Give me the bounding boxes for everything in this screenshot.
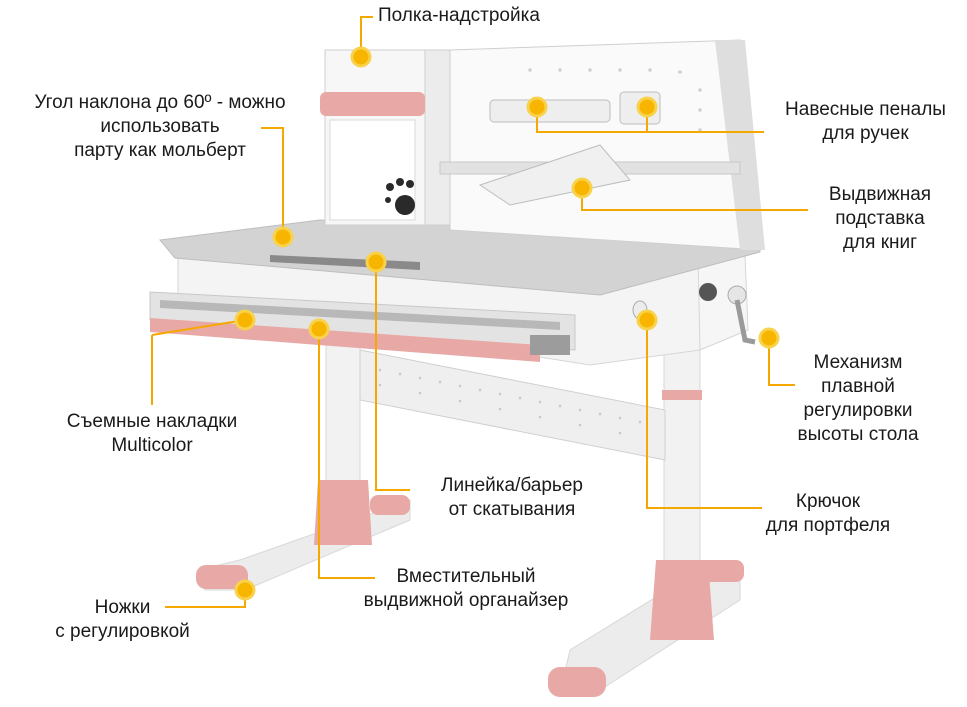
left-leg-pink-base	[314, 480, 372, 545]
marker-dot	[636, 96, 658, 118]
marker-dot	[350, 46, 372, 68]
callout-line: для книг	[842, 232, 918, 253]
callout-shelf: Полка-надстройка	[378, 4, 540, 28]
callout-tilt: Угол наклона до 60º - можно использовать…	[4, 91, 316, 163]
marker-dot	[234, 309, 256, 331]
callout-removable-covers: Съемные накладки Multicolor	[28, 410, 276, 458]
callout-line: Вместительный	[396, 566, 536, 587]
marker-dot	[365, 251, 387, 273]
callout-line: Multicolor	[111, 435, 193, 456]
right-leg-pink-base	[650, 560, 714, 640]
callout-height-mechanism: Механизм плавной регулировки высоты стол…	[778, 351, 938, 447]
callout-line: выдвижной органайзер	[363, 590, 569, 611]
callout-line: высоты стола	[797, 424, 919, 445]
callout-line: Крючок	[795, 491, 861, 512]
callout-line: использовать	[100, 116, 220, 137]
marker-dot	[308, 318, 330, 340]
callout-line: для портфеля	[765, 515, 891, 536]
callout-bag-hook: Крючок для портфеля	[738, 490, 918, 538]
callout-line: подставка	[835, 208, 925, 229]
callout-line: Полка-надстройка	[378, 5, 540, 26]
callout-line: Съемные накладки	[66, 411, 238, 432]
callout-line: Угол наклона до 60º - можно	[34, 92, 286, 113]
callout-line: от скатывания	[448, 499, 576, 520]
callout-adjustable-legs: Ножки с регулировкой	[30, 596, 215, 644]
callout-drawer-organizer: Вместительный выдвижной органайзер	[328, 565, 604, 613]
paw-print-icon	[395, 195, 415, 215]
callout-line: для ручек	[822, 123, 909, 144]
callout-ruler-barrier: Линейка/барьер от скатывания	[412, 474, 612, 522]
right-front-foot-cap	[548, 667, 606, 697]
pencil-holder	[489, 99, 611, 123]
callout-line: Механизм	[813, 352, 903, 373]
callout-pencil-holders: Навесные пеналы для ручек	[768, 98, 963, 146]
left-front-foot-cap	[196, 565, 248, 589]
book-stand	[478, 144, 631, 206]
marker-dot	[571, 177, 593, 199]
callout-line: с регулировкой	[55, 621, 190, 642]
marker-dot	[526, 96, 548, 118]
callout-book-stand: Выдвижная подставка для книг	[805, 183, 955, 255]
callout-line: Ножки	[94, 597, 151, 618]
marker-dot	[234, 579, 256, 601]
callout-line: парту как мольберт	[74, 140, 246, 161]
callout-line: Выдвижная	[828, 184, 932, 205]
callout-line: регулировки	[803, 400, 913, 421]
marker-dot	[636, 309, 658, 331]
marker-dots	[234, 46, 780, 601]
callout-line: Навесные пеналы	[785, 99, 946, 120]
callout-line: Линейка/барьер	[441, 475, 583, 496]
callout-line: плавной	[821, 376, 895, 397]
marker-dot	[758, 327, 780, 349]
marker-dot	[272, 226, 294, 248]
